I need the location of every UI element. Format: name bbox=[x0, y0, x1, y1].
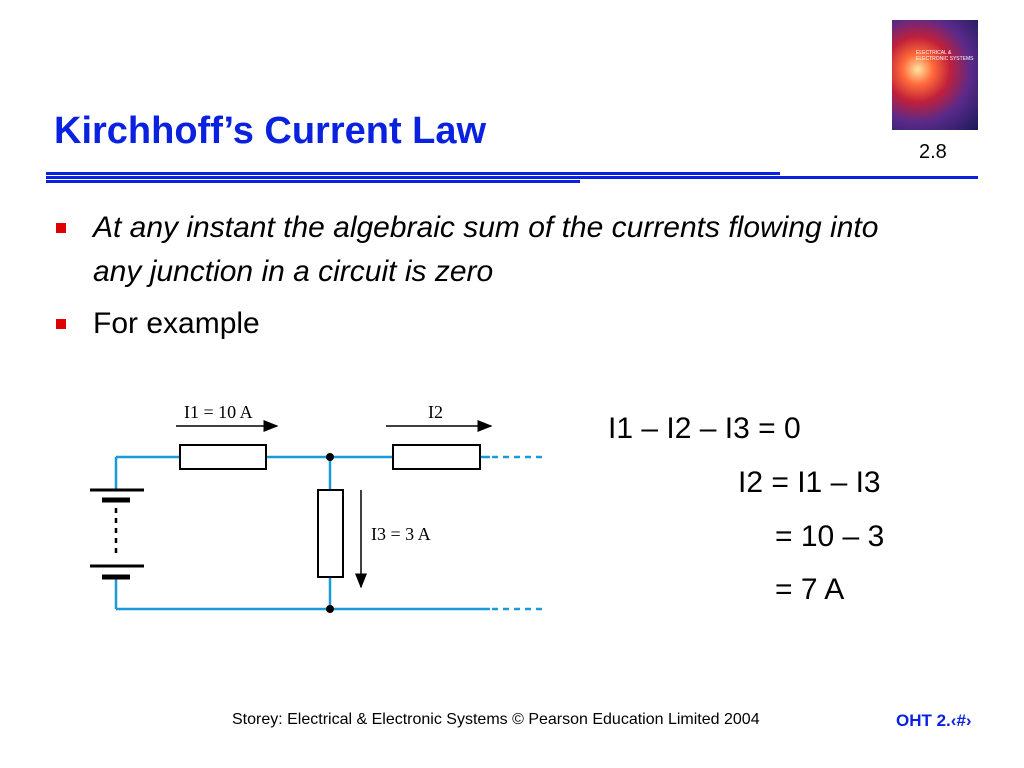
battery-symbol bbox=[90, 488, 144, 580]
i1-label: I1 = 10 A bbox=[184, 402, 253, 422]
bullet-marker-icon bbox=[56, 223, 66, 233]
equation-line-1: I1 – I2 – I3 = 0 bbox=[608, 412, 801, 446]
equation-line-3: = 10 – 3 bbox=[775, 520, 884, 554]
title-rule-main bbox=[46, 176, 978, 179]
junction-dot-top bbox=[326, 453, 334, 461]
bullet-marker-icon bbox=[56, 319, 66, 329]
equation-text: I2 = I1 – I3 bbox=[738, 466, 881, 499]
circuit-diagram: I1 = 10 A I2 I3 = 3 A bbox=[90, 402, 545, 613]
bullet-item: At any instant the algebraic sum of the … bbox=[56, 206, 906, 294]
resistor-r1 bbox=[179, 444, 267, 470]
bullet-text: At any instant the algebraic sum of the … bbox=[93, 211, 879, 288]
footer-oht-number: OHT 2.‹#› bbox=[896, 711, 972, 730]
bullet-item: For example bbox=[56, 302, 906, 346]
i2-label: I2 bbox=[428, 402, 443, 422]
bullet-text: For example bbox=[93, 307, 260, 340]
book-cover-image: ELECTRICAL & ELECTRONIC SYSTEMS bbox=[892, 20, 978, 130]
current-arrows bbox=[176, 420, 493, 589]
equation-text: = 7 A bbox=[775, 573, 845, 606]
footer-credit: Storey: Electrical & Electronic Systems … bbox=[232, 711, 760, 728]
bullet-list: At any instant the algebraic sum of the … bbox=[56, 206, 906, 354]
junction-dot-bottom bbox=[326, 605, 334, 613]
slide-title: Kirchhoff’s Current Law bbox=[54, 110, 487, 152]
resistor-r3 bbox=[317, 489, 344, 578]
equation-line-2: I2 = I1 – I3 bbox=[738, 466, 881, 500]
i3-label: I3 = 3 A bbox=[371, 524, 431, 544]
equation-line-4: = 7 A bbox=[775, 573, 844, 607]
equation-text: = 10 – 3 bbox=[775, 520, 885, 553]
title-rule-top bbox=[46, 172, 780, 175]
resistors bbox=[179, 444, 481, 578]
resistor-r2 bbox=[392, 444, 481, 470]
title-rule-bottom bbox=[46, 180, 580, 183]
cover-title: ELECTRICAL & ELECTRONIC SYSTEMS bbox=[916, 50, 974, 62]
slide-number: 2.8 bbox=[919, 141, 947, 163]
equation-text: I1 – I2 – I3 = 0 bbox=[608, 412, 801, 445]
